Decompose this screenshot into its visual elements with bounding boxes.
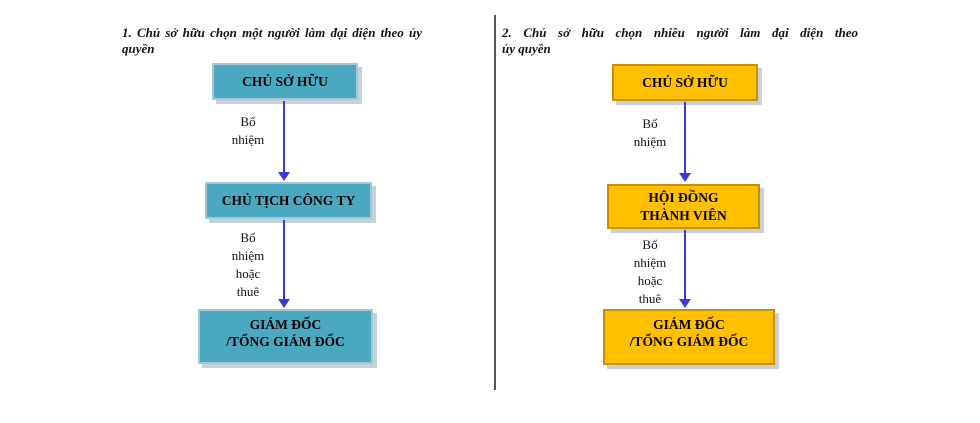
arrow-label-appoint-or-hire-left: Bổ nhiệm hoặc thuê: [231, 230, 265, 299]
box-members-council: HỘI ĐỒNG THÀNH VIÊN: [607, 184, 760, 229]
diagram-2-title-line1: 2. Chủ sở hữu chọn nhiều người làm đại d…: [502, 25, 858, 40]
diagram-2-title-line2: ủy quyền: [502, 41, 551, 56]
box-owner-left: CHỦ SỞ HỮU: [212, 63, 358, 100]
box-director-left: GIÁM ĐỐC /TỔNG GIÁM ĐỐC: [198, 309, 373, 364]
arrow-label-appoint-or-hire-right: Bổ nhiệm hoặc thuê: [633, 237, 667, 306]
arrow-president-to-director: [278, 220, 290, 308]
arrow-shaft: [684, 102, 686, 173]
arrow-shaft: [283, 220, 285, 299]
box-company-president: CHỦ TỊCH CÔNG TY: [205, 182, 372, 219]
arrow-owner-to-president: [278, 101, 290, 181]
arrow-head-icon: [278, 172, 290, 181]
box-director-right: GIÁM ĐỐC /TỔNG GIÁM ĐỐC: [603, 309, 775, 365]
section-divider: [494, 15, 496, 390]
arrow-head-icon: [679, 299, 691, 308]
diagram-2-title: 2. Chủ sở hữu chọn nhiều người làm đại d…: [502, 25, 858, 57]
arrow-owner-to-council: [679, 102, 691, 182]
arrow-head-icon: [679, 173, 691, 182]
diagram-1-title: 1. Chủ sở hữu chọn một người làm đại diệ…: [122, 25, 423, 56]
arrow-label-appoint-right: Bổ nhiệm: [633, 116, 667, 149]
arrow-shaft: [283, 101, 285, 172]
arrow-council-to-director: [679, 230, 691, 308]
box-owner-right: CHỦ SỞ HỮU: [612, 64, 758, 101]
arrow-shaft: [684, 230, 686, 299]
arrow-head-icon: [278, 299, 290, 308]
arrow-label-appoint-left: Bổ nhiệm: [231, 114, 265, 147]
